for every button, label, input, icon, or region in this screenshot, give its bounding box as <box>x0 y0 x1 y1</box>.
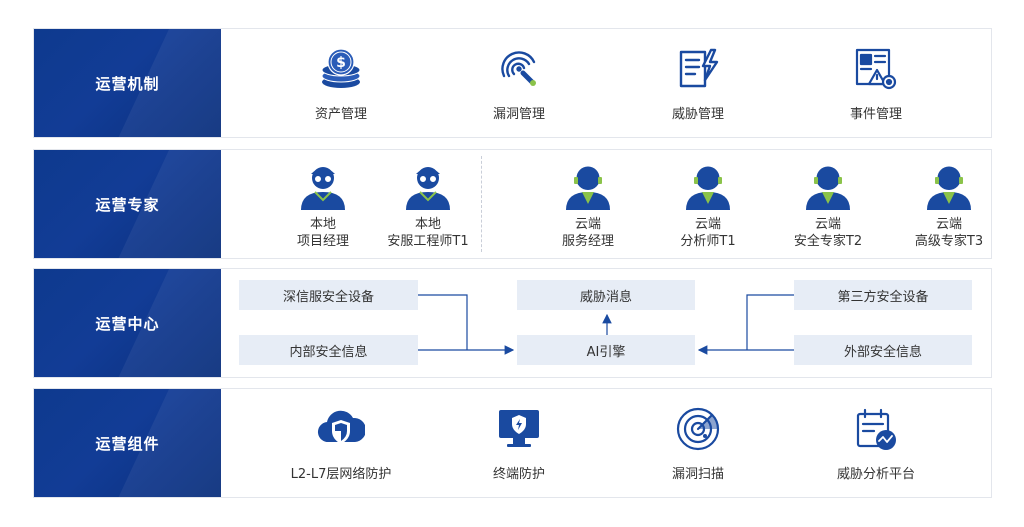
incident-management-item: 事件管理 <box>841 29 911 137</box>
center-content: 深信服安全设备 内部安全信息 威胁消息 AI引擎 第三方安全设备 外部安全信息 <box>221 269 991 377</box>
vuln-scan-item: 漏洞扫描 <box>663 389 733 497</box>
coins-icon: $ <box>317 45 365 93</box>
agent-icon <box>923 160 975 210</box>
connector-third-party-to-ai <box>746 294 794 350</box>
fingerprint-icon <box>495 45 543 93</box>
radar-icon <box>674 405 722 453</box>
asset-management-item: $ 资产管理 <box>306 29 376 137</box>
expert-cloud-security-expert: 云端 安全专家T2 <box>773 150 883 258</box>
box-sxf-devices: 深信服安全设备 <box>239 280 418 310</box>
expert-cloud-service-manager: 云端 服务经理 <box>533 150 643 258</box>
document-lightning-icon <box>674 45 722 93</box>
agent-icon <box>562 160 614 210</box>
expert-local-engineer: 本地 安服工程师T1 <box>373 150 483 258</box>
local-cloud-divider <box>481 156 482 252</box>
box-ai-engine: AI引擎 <box>517 335 695 365</box>
vuln-management-item: 漏洞管理 <box>484 29 554 137</box>
endpoint-protection-item: 终端防护 <box>484 389 554 497</box>
flow-connectors <box>418 294 794 355</box>
center-label: 运营中心 <box>34 269 221 377</box>
experts-label: 运营专家 <box>34 150 221 258</box>
components-label: 运营组件 <box>34 389 221 497</box>
box-third-party-devices: 第三方安全设备 <box>794 280 972 310</box>
engineer-icon <box>297 160 349 210</box>
mechanism-row: 运营机制 $ 资产管理 <box>33 28 992 138</box>
monitor-shield-icon <box>495 405 543 453</box>
expert-cloud-analyst: 云端 分析师T1 <box>653 150 763 258</box>
network-protection-item: L2-L7层网络防护 <box>286 389 396 497</box>
expert-cloud-senior-expert: 云端 高级专家T3 <box>894 150 1004 258</box>
engineer-icon <box>402 160 454 210</box>
connector-sxf-to-ai <box>418 294 468 350</box>
box-internal-info: 内部安全信息 <box>239 335 418 365</box>
threat-analysis-platform-item: 威胁分析平台 <box>831 389 921 497</box>
box-external-info: 外部安全信息 <box>794 335 972 365</box>
agent-icon <box>682 160 734 210</box>
components-content: L2-L7层网络防护 终端防护 <box>221 389 991 497</box>
mechanism-label: 运营机制 <box>34 29 221 137</box>
components-row: 运营组件 L2-L7层网络防护 <box>33 388 992 498</box>
expert-local-pm: 本地 项目经理 <box>268 150 378 258</box>
calendar-chart-icon <box>852 405 900 453</box>
cloud-shield-icon <box>317 405 365 453</box>
alert-document-icon <box>852 45 900 93</box>
box-threat-message: 威胁消息 <box>517 280 695 310</box>
threat-management-item: 威胁管理 <box>663 29 733 137</box>
agent-icon <box>802 160 854 210</box>
center-row: 运营中心 深信服安全设备 内部安全信息 威胁消息 AI引擎 第三方安全设备 外部… <box>33 268 992 378</box>
experts-content: 本地 项目经理 本地 安服工程师T1 <box>221 150 991 258</box>
mechanism-content: $ 资产管理 漏洞管理 <box>221 29 991 137</box>
svg-text:$: $ <box>336 55 346 71</box>
experts-row: 运营专家 本地 项目经理 <box>33 149 992 259</box>
